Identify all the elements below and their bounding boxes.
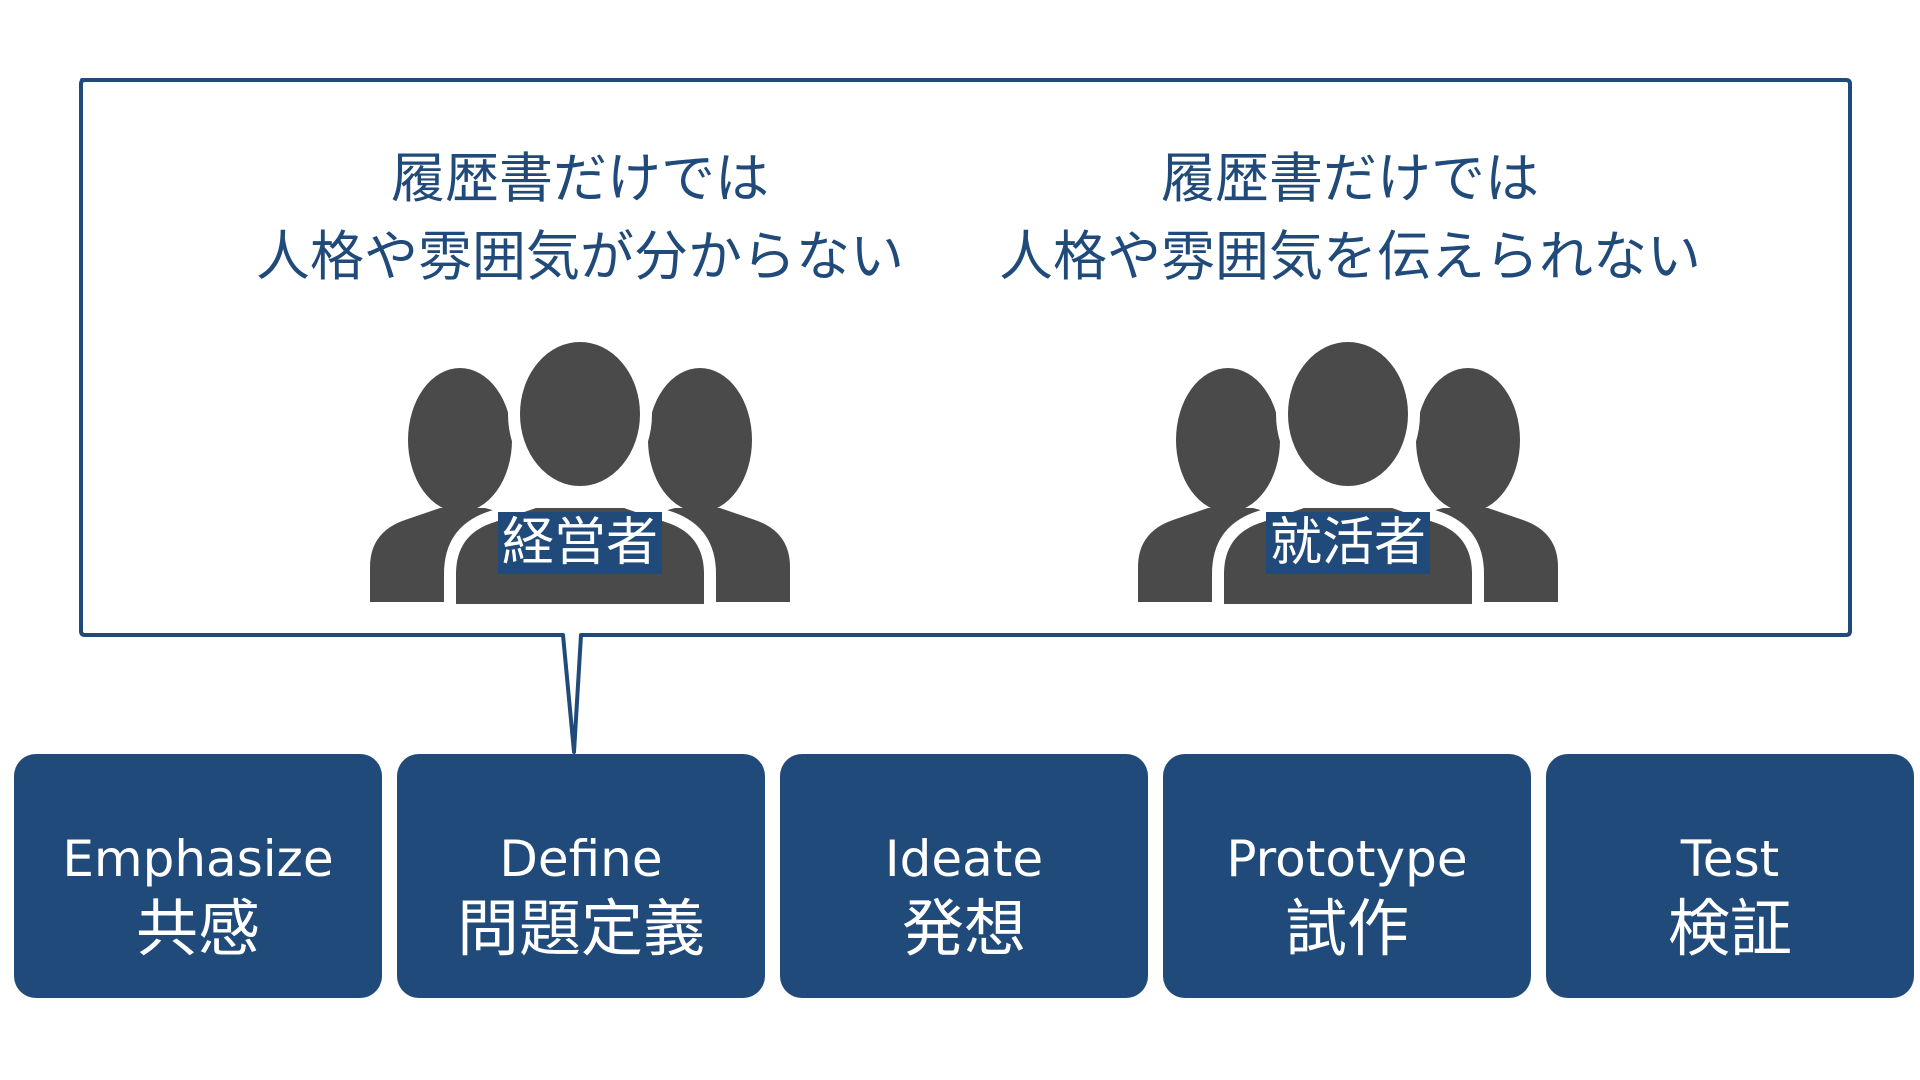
step-prototype: Prototype 試作 bbox=[1163, 754, 1531, 998]
step-label-ja: 検証 bbox=[1667, 892, 1792, 965]
step-label-en: Test bbox=[1680, 830, 1780, 888]
persona-jobseeker: 就活者 bbox=[1138, 342, 1558, 612]
problem-statement-employer: 履歴書だけでは 人格や雰囲気が分からない bbox=[230, 140, 930, 296]
step-label-ja: 共感 bbox=[135, 892, 260, 965]
persona-label: 経営者 bbox=[497, 512, 663, 574]
step-label-ja: 発想 bbox=[901, 892, 1026, 965]
step-label-en: Prototype bbox=[1226, 830, 1468, 888]
step-emphasize: Emphasize 共感 bbox=[14, 754, 382, 998]
problem-line-1: 履歴書だけでは bbox=[391, 147, 769, 210]
step-define: Define 問題定義 bbox=[397, 754, 765, 998]
step-ideate: Ideate 発想 bbox=[780, 754, 1148, 998]
step-label-en: Emphasize bbox=[62, 830, 334, 888]
problem-line-2: 人格や雰囲気が分からない bbox=[256, 225, 904, 288]
problem-line-1: 履歴書だけでは bbox=[1161, 147, 1539, 210]
problem-statement-jobseeker: 履歴書だけでは 人格や雰囲気を伝えられない bbox=[970, 140, 1730, 296]
design-thinking-steps: Emphasize 共感 Define 問題定義 Ideate 発想 Proto… bbox=[14, 754, 1914, 998]
problem-line-2: 人格や雰囲気を伝えられない bbox=[999, 225, 1701, 288]
persona-label: 就活者 bbox=[1265, 512, 1431, 574]
step-label-en: Ideate bbox=[884, 830, 1044, 888]
step-label-ja: 問題定義 bbox=[456, 892, 705, 965]
step-label-ja: 試作 bbox=[1284, 892, 1409, 965]
persona-employer: 経営者 bbox=[370, 342, 790, 612]
step-test: Test 検証 bbox=[1546, 754, 1914, 998]
step-label-en: Define bbox=[499, 830, 663, 888]
